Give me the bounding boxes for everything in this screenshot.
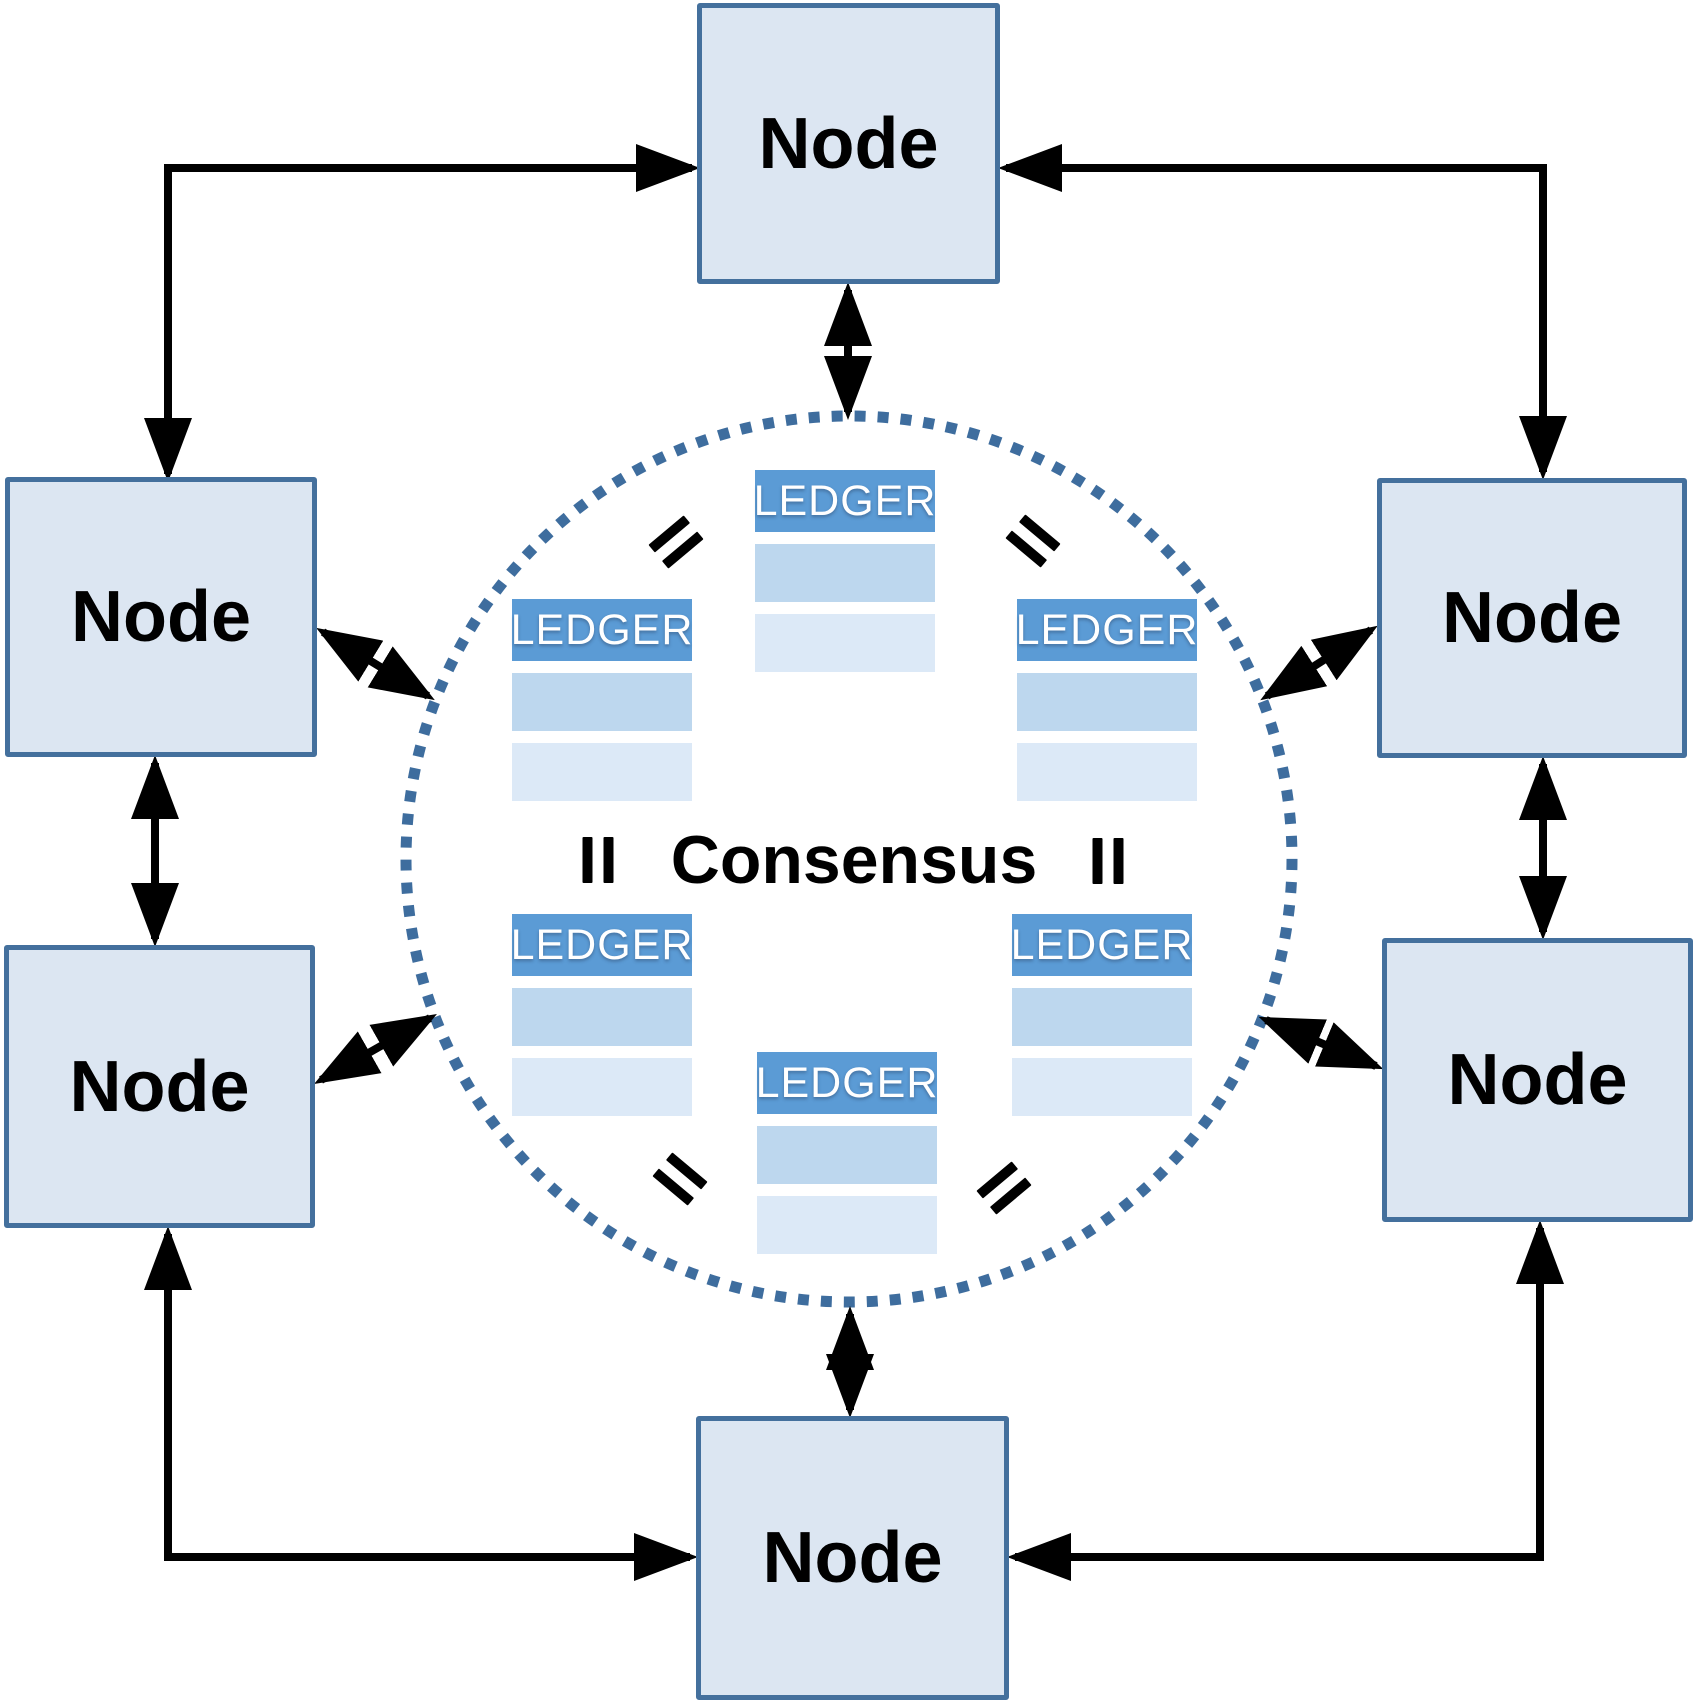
node-top: Node bbox=[697, 3, 1000, 284]
ledger-upper-left-header: LEDGER bbox=[511, 599, 692, 661]
arrow-bottomright-elbow bbox=[1007, 1220, 1564, 1581]
arrow-topleft-elbow bbox=[144, 144, 700, 482]
arrow-rightlower-node-circle bbox=[1258, 1016, 1384, 1070]
node-top-label: Node bbox=[758, 103, 939, 184]
ledger-upper-right: LEDGER bbox=[1016, 599, 1197, 813]
ledger-row bbox=[757, 1196, 937, 1254]
node-left-upper: Node bbox=[5, 477, 317, 757]
ledger-upper-right-header: LEDGER bbox=[1016, 599, 1197, 661]
ledger-lower-left: LEDGER bbox=[511, 914, 692, 1128]
ledger-lower-left-header: LEDGER bbox=[511, 914, 692, 976]
ledger-lower-right-header: LEDGER bbox=[1011, 914, 1192, 976]
ledger-row bbox=[1012, 1058, 1192, 1116]
ledger-row bbox=[1012, 988, 1192, 1046]
arrow-leftupper-node-circle bbox=[316, 627, 435, 701]
ledger-bottom-header: LEDGER bbox=[756, 1052, 937, 1114]
ledger-upper-left: LEDGER bbox=[511, 599, 692, 813]
consensus-circle bbox=[400, 410, 1298, 1308]
ledger-row bbox=[512, 1058, 692, 1116]
ledger-row bbox=[755, 544, 935, 602]
consensus-label: Consensus bbox=[670, 822, 1038, 898]
node-right-upper: Node bbox=[1377, 478, 1687, 758]
ledger-row bbox=[1017, 673, 1197, 731]
equals-icon-west bbox=[582, 837, 614, 883]
node-right-lower-label: Node bbox=[1447, 1040, 1628, 1120]
arrow-bottomleft-elbow bbox=[144, 1226, 698, 1581]
ledger-top: LEDGER bbox=[754, 470, 935, 684]
ledger-row bbox=[512, 743, 692, 801]
arrow-rightupper-node-circle bbox=[1260, 625, 1378, 701]
ledger-lower-right: LEDGER bbox=[1011, 914, 1192, 1128]
node-bottom-label: Node bbox=[762, 1518, 943, 1598]
ledger-row bbox=[512, 988, 692, 1046]
node-bottom: Node bbox=[696, 1416, 1009, 1700]
node-left-lower: Node bbox=[4, 945, 315, 1228]
ledger-row bbox=[512, 673, 692, 731]
node-right-upper-label: Node bbox=[1442, 578, 1622, 658]
ledger-row bbox=[1017, 743, 1197, 801]
arrow-topright-elbow bbox=[998, 144, 1567, 480]
equals-icon-east bbox=[1092, 838, 1124, 884]
arrow-leftlower-node-circle bbox=[314, 1014, 437, 1084]
node-left-lower-label: Node bbox=[69, 1046, 250, 1127]
ledger-bottom: LEDGER bbox=[756, 1052, 937, 1266]
ledger-row bbox=[755, 614, 935, 672]
node-right-lower: Node bbox=[1382, 938, 1693, 1222]
ledger-row bbox=[757, 1126, 937, 1184]
node-left-upper-label: Node bbox=[71, 577, 251, 657]
ledger-top-header: LEDGER bbox=[754, 470, 935, 532]
